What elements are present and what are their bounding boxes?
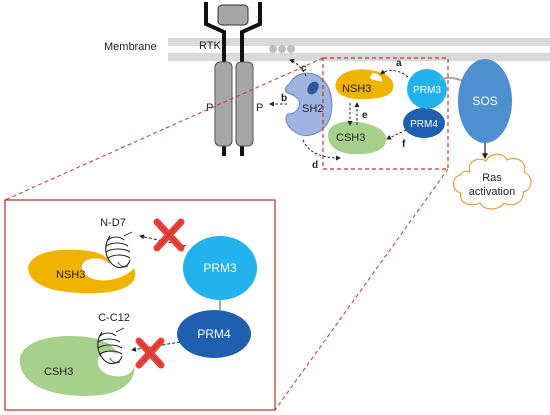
sos-label: SOS (472, 94, 497, 108)
arrow-f-label: f (402, 139, 406, 150)
membrane-lipid-dots (269, 45, 295, 53)
inset-prm4-label: PRM4 (197, 327, 231, 341)
prm3-label: PRM3 (413, 85, 441, 96)
sos-protein (458, 59, 512, 143)
inset-prm3-label: PRM3 (203, 261, 237, 275)
inset-csh3-label: CSH3 (44, 366, 73, 378)
zoom-frame (322, 57, 449, 170)
arrow-d (302, 139, 341, 161)
prm4-motif (403, 108, 445, 138)
inset-peptide-nd7-icon (105, 231, 133, 269)
arrow-d-label: d (312, 160, 318, 171)
arrow-b-label: b (281, 93, 287, 104)
rtk-label: RTK (199, 40, 221, 52)
prm3-motif (407, 69, 447, 109)
arrow-e-label: e (362, 110, 368, 121)
ras-label: Ras (482, 172, 502, 184)
ras-activation-label: activation (469, 186, 515, 198)
sh2-label: SH2 (302, 103, 323, 115)
inset-prm4-motif (177, 310, 251, 358)
inset-peptide-cc12-icon (97, 327, 125, 365)
ras-activation-cloud (452, 153, 532, 210)
inset-nd7-label: N-D7 (100, 217, 126, 229)
membrane-label: Membrane (104, 41, 157, 53)
zoom-projection-lines (4, 57, 449, 411)
nsh3-cleft (370, 73, 383, 82)
prm4-label: PRM4 (410, 119, 438, 130)
arrow-a (380, 69, 409, 78)
csh3-domain (328, 121, 387, 155)
inset-nsh3-label: NSH3 (56, 269, 85, 281)
phospho-right-label: P (256, 102, 263, 114)
inset-prm3-motif (183, 236, 257, 300)
nsh3-label: NSH3 (342, 83, 371, 95)
arrow-c-label: c (301, 63, 307, 74)
interaction-arrows (269, 58, 409, 161)
arrow-c (289, 58, 307, 77)
arrow-a-label: a (396, 58, 402, 69)
rtk-receptor (204, 2, 262, 156)
arrow-f (386, 129, 407, 140)
inset-inhibit-nd7-icon (153, 218, 185, 252)
membrane (168, 38, 550, 61)
inset-inhibit-cc12-icon (135, 337, 165, 369)
csh3-label: CSH3 (336, 132, 365, 144)
inset-arrow-to-cc12 (131, 341, 181, 352)
inset-cc12-label: C-C12 (98, 312, 130, 324)
sh2-pocket (307, 81, 319, 95)
sh2-domain (284, 72, 333, 136)
phospho-left-label: P (206, 102, 213, 114)
